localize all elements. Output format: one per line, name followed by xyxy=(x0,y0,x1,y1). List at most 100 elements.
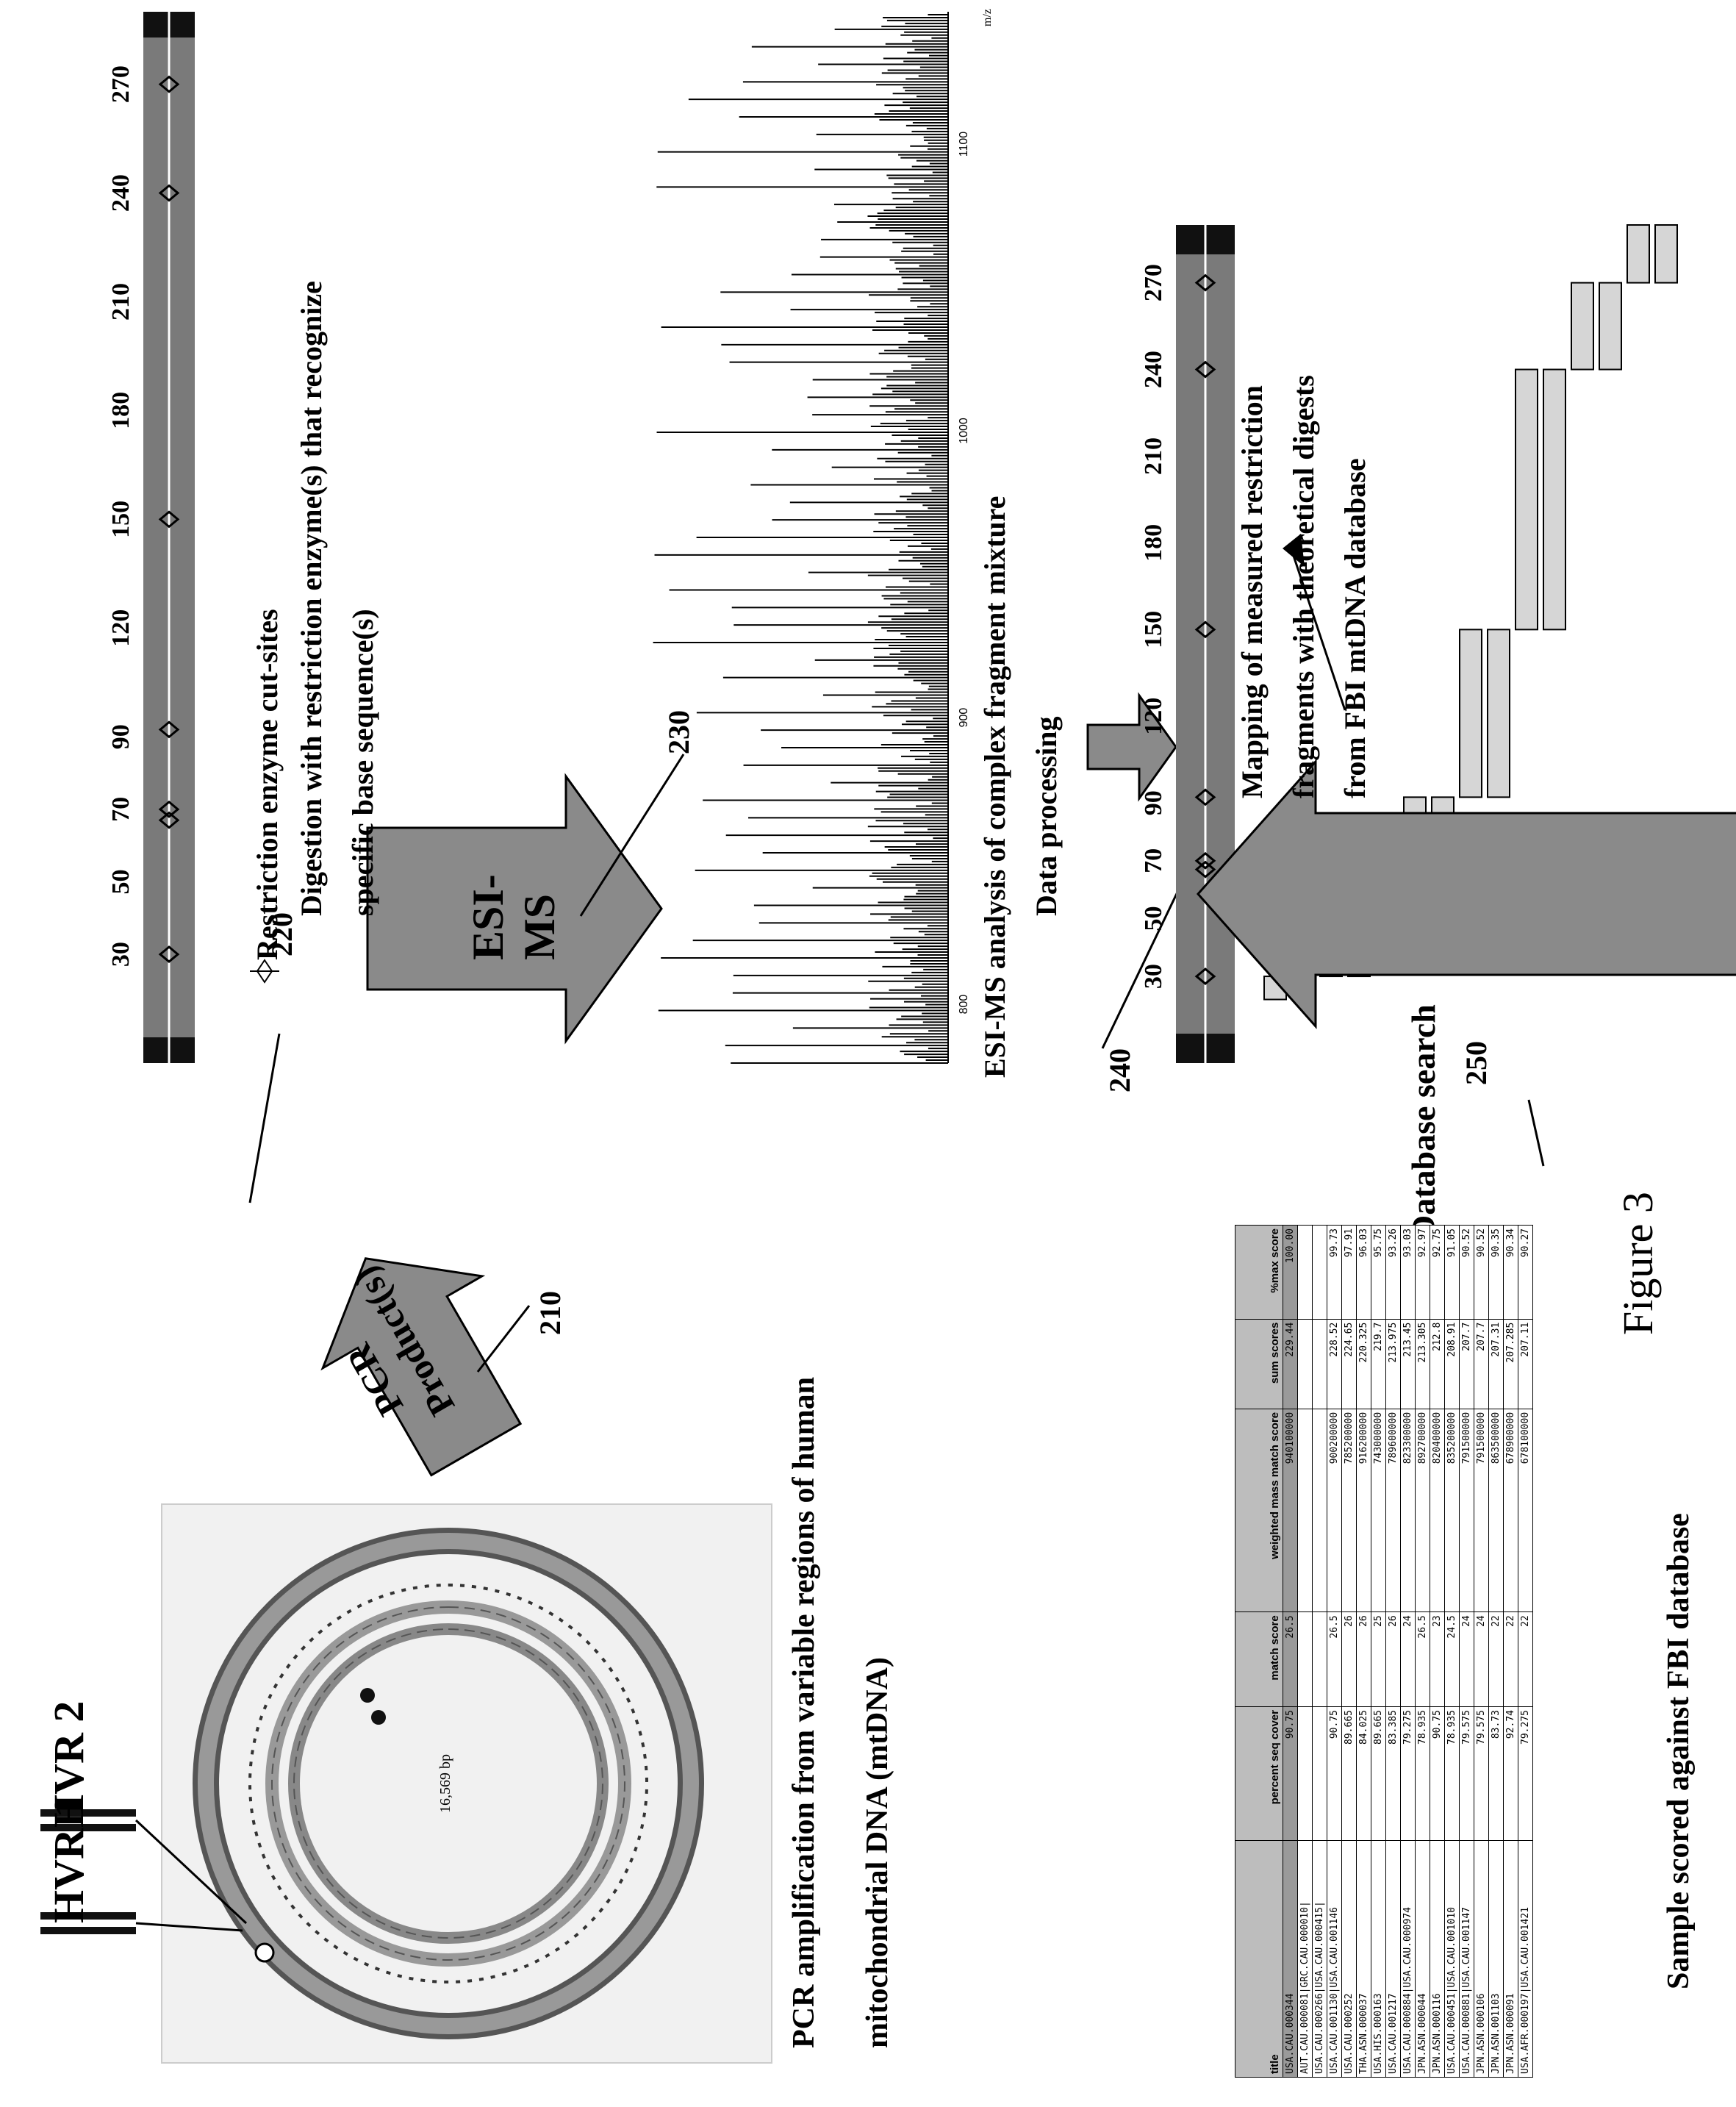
fragment-bar xyxy=(1627,225,1649,283)
table-cell: 863500000 xyxy=(1489,1409,1504,1611)
table-cell: 78.935 xyxy=(1416,1707,1430,1841)
table-cell: match score xyxy=(1235,1612,1283,1707)
fragment-bar xyxy=(1460,629,1482,797)
table-cell: JPN.ASN.001103 xyxy=(1489,1840,1504,2077)
table-cell: 79.275 xyxy=(1518,1707,1533,1841)
fragment-bar xyxy=(1655,225,1677,283)
database-search-label: Database search xyxy=(1404,1004,1443,1239)
table-cell: 22 xyxy=(1518,1612,1533,1707)
fragment-bar xyxy=(1571,283,1593,370)
fragment-bar xyxy=(1599,283,1621,370)
table-cell: USA.CAU.000884|USA.CAU.000974 xyxy=(1401,1840,1416,2077)
esi-ms-label-2: MS xyxy=(514,894,565,960)
mass-spectrum: 80090010001100 xyxy=(653,12,970,1063)
track-tick-label: 240 xyxy=(1140,351,1167,388)
table-cell: 820400000 xyxy=(1430,1409,1445,1611)
mapping-caption-3: from FBI mtDNA database xyxy=(1338,458,1372,798)
table-cell xyxy=(1298,1226,1313,1320)
table-cell: 22 xyxy=(1504,1612,1518,1707)
data-processing-label: Data processing xyxy=(1029,717,1064,916)
table-row: USA.CAU.00121783.38526789600000213.97593… xyxy=(1386,1226,1401,2078)
table-cell: USA.CAU.000344 xyxy=(1283,1840,1298,2077)
pcr-caption-2: mitochondrial DNA (mtDNA) xyxy=(860,1657,895,2048)
leader-line-220 xyxy=(250,1034,279,1203)
fragment-bar xyxy=(1543,370,1565,630)
restriction-track-240: 30507090120150180210240270 xyxy=(1140,225,1235,1063)
track-tick-label: 50 xyxy=(107,869,134,894)
table-cell: THA.ASN.000037 xyxy=(1357,1840,1371,2077)
mz-axis-unit: m/z xyxy=(981,9,994,26)
table-cell: 90.34 xyxy=(1504,1226,1518,1320)
table-cell: 791500000 xyxy=(1474,1409,1489,1611)
table-cell: USA.AFR.000197|USA.CAU.001421 xyxy=(1518,1840,1533,2077)
table-cell: 92.97 xyxy=(1416,1226,1430,1320)
table-cell: 213.305 xyxy=(1416,1319,1430,1409)
table-cell: 83.73 xyxy=(1489,1707,1504,1841)
table-cell: title xyxy=(1235,1840,1283,2077)
hvr2-label: HVR 2 xyxy=(44,1701,93,1828)
table-cell: 823300000 xyxy=(1401,1409,1416,1611)
table-cell: 789600000 xyxy=(1386,1409,1401,1611)
track-tick-label: 30 xyxy=(107,942,134,967)
table-cell: JPN.ASN.000106 xyxy=(1474,1840,1489,2077)
table-cell: 90.52 xyxy=(1474,1226,1489,1320)
digestion-caption-2: specific base sequence(s) xyxy=(345,609,380,916)
table-row: USA.CAU.001130|USA.CAU.00114690.7526.590… xyxy=(1327,1226,1342,2078)
table-cell: 90.52 xyxy=(1460,1226,1474,1320)
table-cell: 95.75 xyxy=(1371,1226,1386,1320)
table-row: JPN.ASN.00110383.7322863500000207.3190.3… xyxy=(1489,1226,1504,2078)
track-tick-label: 120 xyxy=(1140,698,1167,735)
ref-210: 210 xyxy=(533,1291,567,1335)
table-cell: 90.75 xyxy=(1283,1707,1298,1841)
table-cell: USA.CAU.000881|USA.CAU.001147 xyxy=(1460,1840,1474,2077)
table-cell: USA.CAU.000451|USA.CAU.001010 xyxy=(1445,1840,1460,2077)
table-cell: 100.00 xyxy=(1283,1226,1298,1320)
table-cell: USA.CAU.001217 xyxy=(1386,1840,1401,2077)
table-cell: 99.73 xyxy=(1327,1226,1342,1320)
table-cell: 26 xyxy=(1386,1612,1401,1707)
table-cell: JPN.ASN.000044 xyxy=(1416,1840,1430,2077)
table-cell: 26 xyxy=(1342,1612,1357,1707)
table-cell: 785200000 xyxy=(1342,1409,1357,1611)
track-tick-label: 270 xyxy=(1140,264,1167,301)
esi-ms-label-1: ESI- xyxy=(463,874,514,960)
restriction-track-220: 30507090120150180210240270 xyxy=(107,12,195,1063)
table-row: THA.ASN.00003784.02526916200000220.32596… xyxy=(1357,1226,1371,2078)
table-cell: 213.45 xyxy=(1401,1319,1416,1409)
table-cell: JPN.ASN.000116 xyxy=(1430,1840,1445,2077)
track-tick-label: 270 xyxy=(107,65,134,103)
track-tick-label: 150 xyxy=(1140,611,1167,648)
table-cell: 228.52 xyxy=(1327,1319,1342,1409)
table-cell: 213.975 xyxy=(1386,1319,1401,1409)
spectrum-tick-label: 900 xyxy=(958,708,970,728)
ref-230: 230 xyxy=(661,710,696,754)
table-cell: 89.665 xyxy=(1371,1707,1386,1841)
leader-line-210 xyxy=(478,1306,529,1372)
table-cell: 83.385 xyxy=(1386,1707,1401,1841)
table-cell: 25 xyxy=(1371,1612,1386,1707)
track-tick-label: 180 xyxy=(107,392,134,429)
table-cell: 79.275 xyxy=(1401,1707,1416,1841)
table-cell: 207.11 xyxy=(1518,1319,1533,1409)
table-cell: 93.03 xyxy=(1401,1226,1416,1320)
cut-site-legend: Restriction enzyme cut-sites xyxy=(250,609,284,960)
esi-ms-caption: ESI-MS analysis of complex fragment mixt… xyxy=(978,496,1012,1078)
table-cell: 24 xyxy=(1474,1612,1489,1707)
mtdna-circle-map xyxy=(40,1504,772,2063)
table-cell: 208.91 xyxy=(1445,1319,1460,1409)
leader-line-250 xyxy=(1529,1100,1543,1166)
table-cell xyxy=(1298,1612,1313,1707)
track-tick-label: 30 xyxy=(1140,964,1167,989)
table-cell: 219.7 xyxy=(1371,1319,1386,1409)
table-cell: 84.025 xyxy=(1357,1707,1371,1841)
table-header: titlepercent seq covermatch scoreweighte… xyxy=(1235,1226,1283,2078)
table-cell: 26.5 xyxy=(1327,1612,1342,1707)
table-cell xyxy=(1313,1707,1327,1841)
table-cell: 24 xyxy=(1460,1612,1474,1707)
table-cell: 207.7 xyxy=(1460,1319,1474,1409)
mapping-caption-2: fragments with theoretical digests xyxy=(1286,375,1321,798)
track-tick-label: 90 xyxy=(107,724,134,749)
results-table: titlepercent seq covermatch scoreweighte… xyxy=(1235,1225,1533,2078)
table-cell: 26.5 xyxy=(1416,1612,1430,1707)
table-row: USA.CAU.000881|USA.CAU.00114779.57524791… xyxy=(1460,1226,1474,2078)
